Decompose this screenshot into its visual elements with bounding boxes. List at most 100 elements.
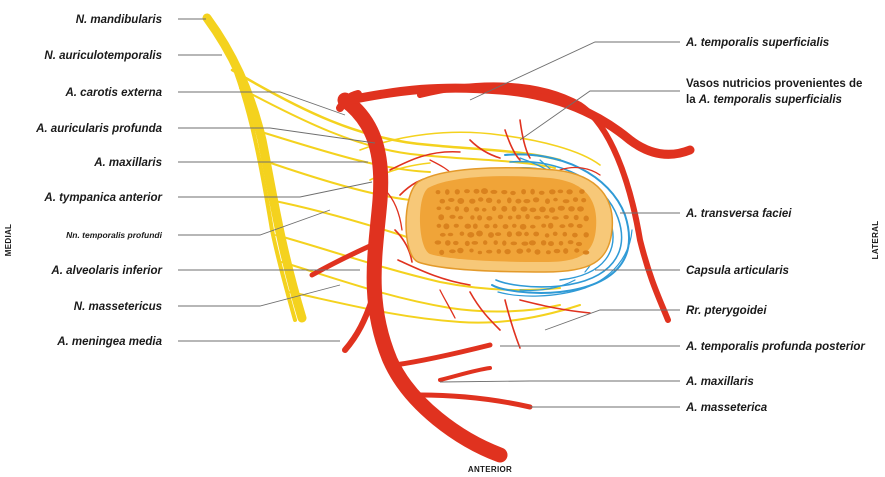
condyle-pore bbox=[440, 199, 446, 204]
condyle-pore bbox=[563, 248, 568, 254]
condyle-pore bbox=[458, 216, 463, 220]
label-a-alveolaris-inferior: A. alveolaris inferior bbox=[50, 265, 162, 277]
condyle-pore bbox=[554, 249, 561, 253]
condyle-pore bbox=[467, 232, 474, 238]
condyle-pore bbox=[545, 198, 550, 204]
condyle-pore bbox=[521, 242, 528, 246]
condyle-pore bbox=[486, 216, 492, 221]
label-vasos-nutricios-1: Vasos nutricios provenientes de bbox=[686, 78, 862, 90]
condyle-pore bbox=[438, 214, 444, 220]
condyle-pore bbox=[584, 232, 589, 237]
orientation-anterior: ANTERIOR bbox=[468, 465, 512, 474]
condyle-pore bbox=[478, 251, 482, 255]
condyle-pore bbox=[510, 191, 516, 195]
condyle-pore bbox=[488, 232, 494, 238]
label-a-maxillaris-left: A. maxillaris bbox=[93, 157, 162, 169]
condyle-pore bbox=[549, 207, 555, 213]
condyle-pore bbox=[525, 214, 530, 219]
orientation-medial: MEDIAL bbox=[4, 224, 13, 256]
label-vasos-nutricios-2: la A. temporalis superficialis bbox=[686, 94, 842, 106]
condyle-pore bbox=[512, 224, 517, 228]
condyle-pore bbox=[584, 216, 589, 222]
condyle-pore bbox=[553, 232, 558, 236]
condyle-pore bbox=[530, 225, 536, 229]
condyle-pore bbox=[497, 249, 502, 254]
condyle-pore bbox=[566, 189, 572, 194]
condyle-pore bbox=[492, 206, 496, 211]
condyle-pore bbox=[541, 224, 546, 228]
condyle-pore bbox=[437, 207, 442, 211]
labels-right: A. temporalis superficialis Vasos nutric… bbox=[685, 37, 865, 414]
condyle-pore bbox=[436, 190, 441, 194]
condyle-pore bbox=[545, 233, 550, 237]
condyle-pore bbox=[521, 206, 528, 211]
condyle-pore bbox=[511, 242, 518, 246]
condyle-pore bbox=[474, 207, 479, 211]
orientation-lateral: LATERAL bbox=[871, 221, 880, 260]
condyle-pore bbox=[535, 249, 541, 254]
condyle-pore bbox=[497, 199, 501, 203]
condyle-pore bbox=[474, 189, 480, 194]
condyle-pore bbox=[484, 224, 489, 228]
condyle-pore bbox=[577, 224, 583, 228]
condyle-pore bbox=[568, 223, 574, 227]
label-rr-pterygoidei: Rr. pterygoidei bbox=[686, 305, 767, 317]
condyle-pore bbox=[563, 232, 568, 237]
condyle-pore bbox=[530, 208, 537, 213]
condyle-pore bbox=[483, 240, 487, 245]
condyle-pore bbox=[504, 249, 510, 254]
label-vasos-nutricios-2-prefix: la bbox=[686, 94, 699, 106]
condyle-pore bbox=[486, 250, 492, 254]
label-a-temporalis-superficialis: A. temporalis superficialis bbox=[685, 37, 829, 49]
condyle-pore bbox=[472, 241, 479, 245]
condyle-pore bbox=[539, 207, 546, 213]
condyle-pore bbox=[530, 189, 535, 195]
condyle-pore bbox=[494, 240, 498, 245]
condyle-pore bbox=[507, 231, 512, 237]
condyle-pore bbox=[470, 215, 474, 220]
condyle-pore bbox=[439, 250, 444, 255]
label-a-auricularis-profunda: A. auricularis profunda bbox=[35, 123, 162, 135]
label-a-temporalis-profunda-posterior: A. temporalis profunda posterior bbox=[685, 341, 865, 353]
condyle-pore bbox=[477, 215, 482, 220]
condyle-pore bbox=[552, 216, 559, 220]
condyle-pore bbox=[577, 206, 584, 211]
condyle-pore bbox=[469, 199, 475, 204]
label-n-massetericus: N. massetericus bbox=[74, 301, 162, 313]
condyle-pore bbox=[568, 206, 575, 211]
condyle-pore bbox=[563, 199, 570, 203]
label-a-meningea-media: A. meningea media bbox=[56, 336, 162, 348]
condyle-pore bbox=[533, 232, 539, 237]
condyle-pore bbox=[455, 206, 459, 211]
condyle-pore bbox=[515, 199, 521, 204]
condyle-pore bbox=[449, 215, 455, 219]
label-a-transversa-faciei: A. transversa faciei bbox=[685, 208, 792, 220]
condyle-pore bbox=[453, 241, 459, 245]
condyle-pore bbox=[549, 189, 556, 194]
condyle-pore bbox=[559, 241, 564, 246]
condyle-pore bbox=[576, 242, 582, 246]
condyle-pore bbox=[469, 249, 473, 253]
condyle-pore bbox=[526, 248, 531, 252]
condyle-pore bbox=[440, 233, 446, 237]
label-vasos-nutricios-2-italic: A. temporalis superficialis bbox=[698, 94, 842, 106]
condyle-pore bbox=[516, 215, 522, 220]
condyle-pore bbox=[581, 198, 586, 202]
condyle-pore bbox=[507, 197, 512, 203]
condyle-pore bbox=[508, 216, 513, 220]
condyle-pore bbox=[495, 232, 501, 236]
condyle-pore bbox=[476, 231, 483, 237]
label-n-auriculotemporalis: N. auriculotemporalis bbox=[44, 50, 162, 62]
condyle-pore bbox=[579, 189, 585, 194]
condyle-pore bbox=[568, 240, 574, 244]
condyle-pore bbox=[435, 240, 442, 244]
condyle-pore bbox=[454, 224, 459, 228]
condyle-pore bbox=[501, 206, 507, 212]
condyle-pore bbox=[482, 208, 487, 212]
condyle-pore bbox=[529, 240, 536, 245]
labels-left: N. mandibularis N. auriculotemporalis A.… bbox=[35, 14, 163, 348]
condyle-pore bbox=[437, 224, 442, 228]
label-capsula-articularis: Capsula articularis bbox=[686, 265, 789, 277]
condyle-pore bbox=[520, 224, 527, 230]
